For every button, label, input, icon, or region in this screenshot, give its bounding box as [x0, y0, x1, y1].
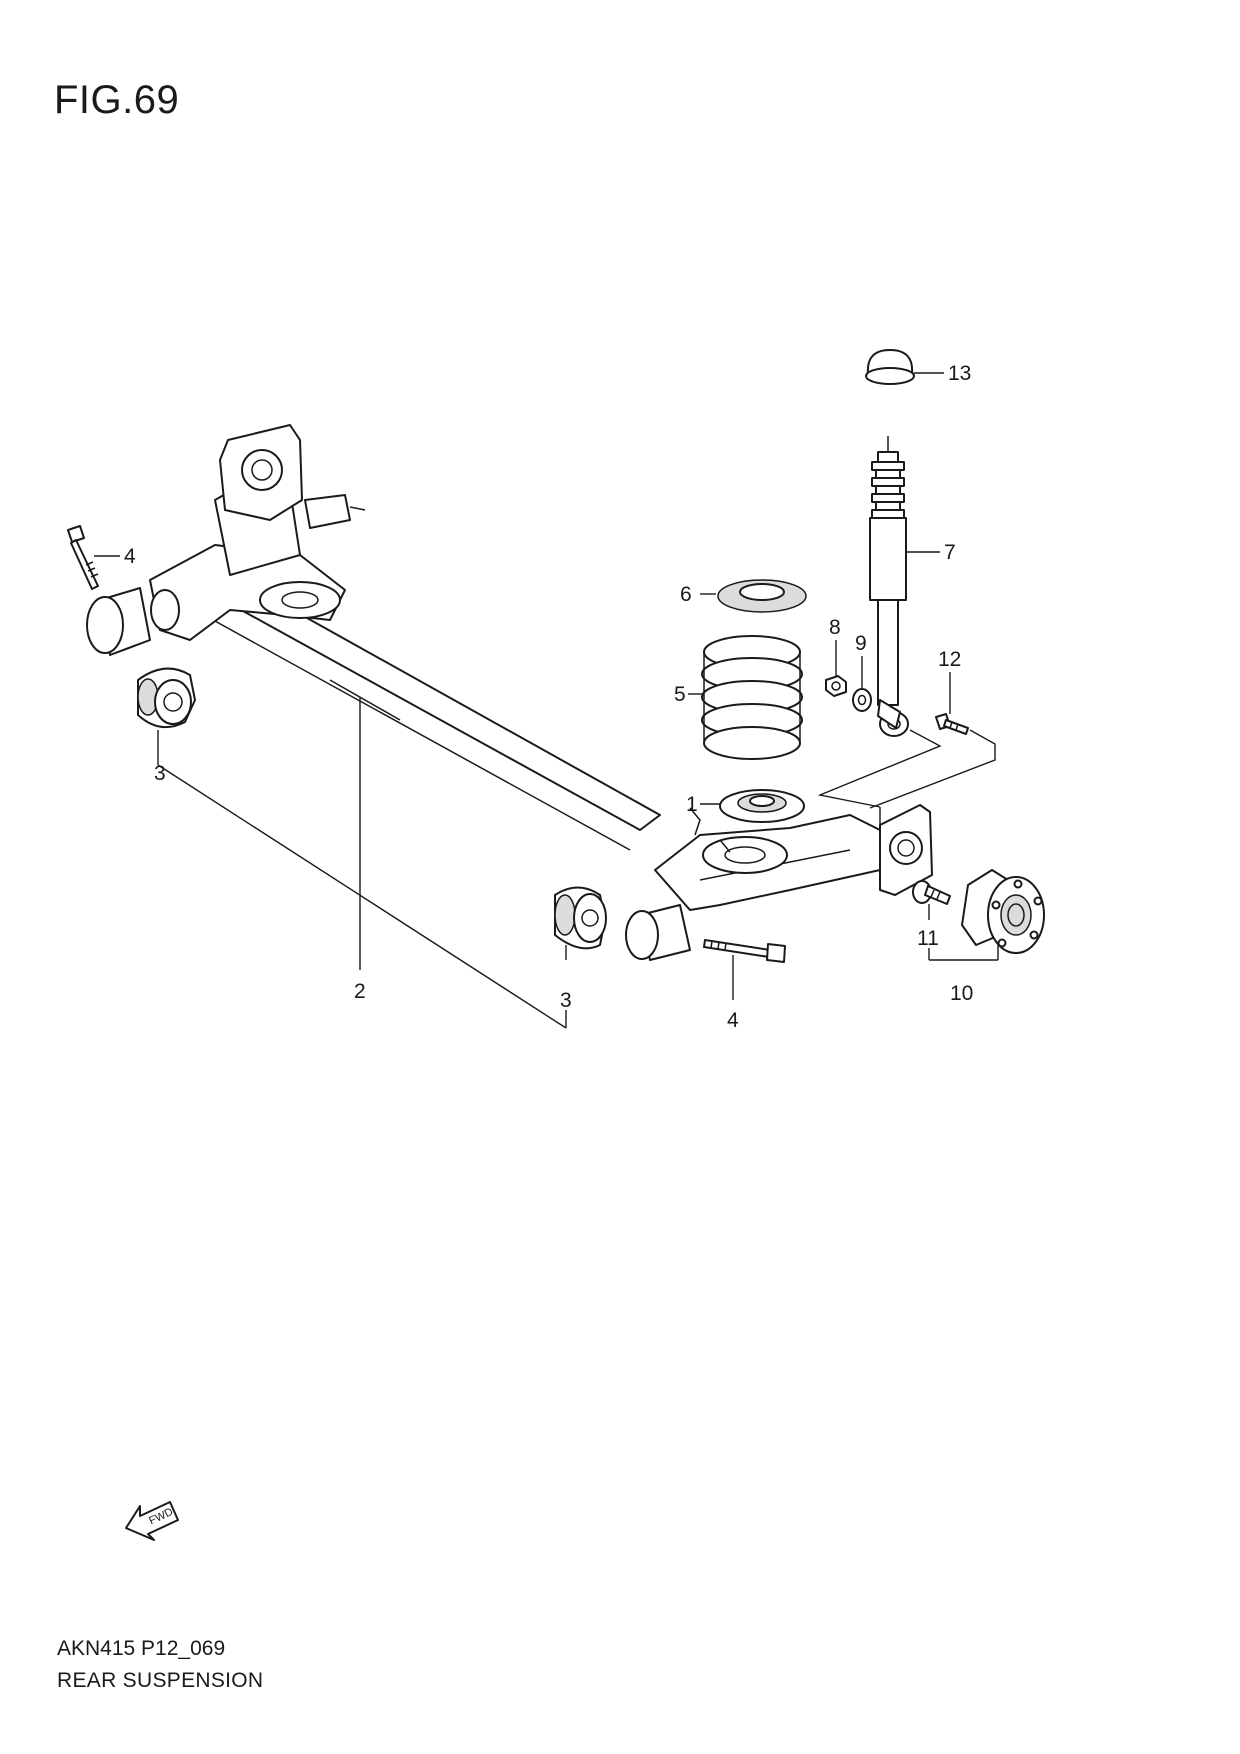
leader-lines: [94, 372, 999, 1029]
washer: [852, 688, 872, 712]
shock-absorber: [869, 436, 909, 737]
torsion-beam-axle: [86, 424, 933, 961]
callout-4-left: 4: [124, 545, 136, 568]
callout-numbers: 13 4 6 7 5 8 9 12 1 3 2 3 4 11 10: [124, 362, 973, 1032]
figure-code: AKN415 P12_069: [57, 1637, 226, 1660]
callout-6: 6: [680, 583, 692, 606]
callout-10: 10: [950, 982, 973, 1005]
shock-bolt: [935, 713, 969, 735]
callout-3-left: 3: [154, 762, 166, 785]
callout-9: 9: [855, 632, 867, 655]
callout-1: 1: [686, 793, 698, 816]
figure-title: FIG.69: [54, 78, 180, 122]
callout-7: 7: [944, 541, 956, 564]
bolt-right: [703, 939, 786, 963]
hub-bolt: [912, 880, 951, 905]
nut: [825, 675, 847, 697]
callout-3-right: 3: [560, 989, 572, 1012]
wheel-hub: [961, 869, 1045, 954]
spring-lower-seat: [719, 789, 805, 823]
bushing-right: [554, 886, 607, 950]
figure-name: REAR SUSPENSION: [57, 1669, 264, 1692]
callout-2: 2: [354, 980, 366, 1003]
spring-upper-seat: [717, 579, 807, 613]
callout-4-right: 4: [727, 1009, 739, 1032]
callout-5: 5: [674, 683, 686, 706]
dust-cap: [865, 349, 915, 385]
bolt-left: [67, 525, 99, 590]
bushing-left: [137, 667, 196, 729]
callout-11: 11: [917, 927, 939, 950]
fwd-arrow-icon: FWD: [125, 1501, 179, 1541]
coil-spring: [701, 635, 803, 760]
callout-8: 8: [829, 616, 841, 639]
callout-13: 13: [948, 362, 971, 385]
callout-12: 12: [938, 648, 961, 671]
